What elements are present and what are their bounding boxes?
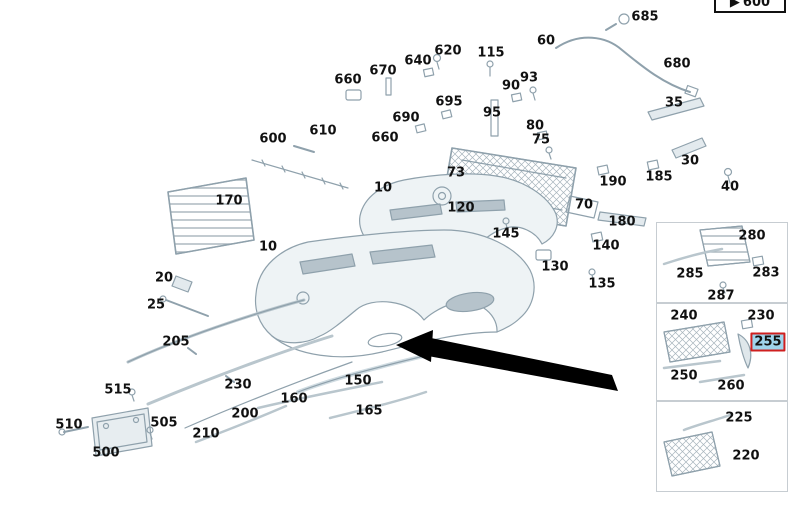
part-label-285[interactable]: 285 (676, 266, 704, 282)
part-label-255-selected[interactable]: 255 (750, 332, 786, 352)
part-label-670[interactable]: 670 (369, 63, 397, 79)
part-label-620[interactable]: 620 (434, 43, 462, 59)
part-label-640[interactable]: 640 (404, 53, 432, 69)
part-label-680[interactable]: 680 (663, 56, 691, 72)
selection-arrow (396, 330, 618, 391)
part-label-505[interactable]: 505 (150, 415, 178, 431)
part-label-130[interactable]: 130 (541, 259, 569, 275)
part-label-150[interactable]: 150 (344, 373, 372, 389)
part-label-190[interactable]: 190 (599, 174, 627, 190)
part-label-600[interactable]: 600 (259, 131, 287, 147)
part-label-230[interactable]: 230 (224, 377, 252, 393)
part-label-185[interactable]: 185 (645, 169, 673, 185)
small-fasteners-top-drawing (345, 53, 553, 160)
part-label-115[interactable]: 115 (477, 45, 505, 61)
part-label-25[interactable]: 25 (146, 297, 166, 313)
part-label-20[interactable]: 20 (154, 270, 174, 286)
wiring-harness-drawing (555, 13, 699, 98)
part-label-260[interactable]: 260 (717, 378, 745, 394)
part-label-210[interactable]: 210 (192, 426, 220, 442)
part-label-145[interactable]: 145 (492, 226, 520, 242)
part-label-225[interactable]: 225 (725, 410, 753, 426)
part-label-280[interactable]: 280 (738, 228, 766, 244)
arrow-right-icon: ▶ (729, 0, 740, 10)
sensor-strip-600-drawing (251, 145, 349, 190)
part-label-93[interactable]: 93 (519, 70, 539, 86)
part-label-500[interactable]: 500 (92, 445, 120, 461)
part-label-170[interactable]: 170 (215, 193, 243, 209)
part-label-75[interactable]: 75 (531, 132, 551, 148)
part-label-70[interactable]: 70 (574, 197, 594, 213)
part-label-30[interactable]: 30 (680, 153, 700, 169)
licence-plate-drawing (58, 388, 154, 457)
detail-panel-top (656, 222, 788, 304)
part-label-140[interactable]: 140 (592, 238, 620, 254)
part-label-240[interactable]: 240 (670, 308, 698, 324)
detail-panel-middle (656, 302, 788, 402)
part-label-205[interactable]: 205 (162, 334, 190, 350)
strip-35-drawing (647, 97, 705, 121)
part-label-120[interactable]: 120 (447, 200, 475, 216)
part-label-660[interactable]: 660 (334, 72, 362, 88)
part-label-10[interactable]: 10 (258, 239, 278, 255)
detail-panel-bottom (656, 400, 788, 492)
main-bumper-10-drawing (254, 229, 535, 358)
panel2-parts-drawing (662, 318, 754, 384)
part-label-10[interactable]: 10 (373, 180, 393, 196)
next-group-label: 600 (742, 0, 771, 10)
part-label-230[interactable]: 230 (747, 308, 775, 324)
part-label-685[interactable]: 685 (631, 9, 659, 25)
part-label-80[interactable]: 80 (525, 118, 545, 134)
part-label-135[interactable]: 135 (588, 276, 616, 292)
part-label-283[interactable]: 283 (752, 265, 780, 281)
part-label-160[interactable]: 160 (280, 391, 308, 407)
part-label-40[interactable]: 40 (720, 179, 740, 195)
part-label-250[interactable]: 250 (670, 368, 698, 384)
panel3-parts-drawing (663, 413, 732, 477)
part-label-660[interactable]: 660 (371, 130, 399, 146)
right-brackets-drawing (502, 137, 733, 283)
part-label-165[interactable]: 165 (355, 403, 383, 419)
part-label-200[interactable]: 200 (231, 406, 259, 422)
left-clips-drawing (159, 275, 209, 317)
part-label-180[interactable]: 180 (608, 214, 636, 230)
part-label-287[interactable]: 287 (707, 288, 735, 304)
part-label-610[interactable]: 610 (309, 123, 337, 139)
upper-bumper-10-drawing (359, 173, 558, 249)
part-label-90[interactable]: 90 (501, 78, 521, 94)
part-label-60[interactable]: 60 (536, 33, 556, 49)
part-label-220[interactable]: 220 (732, 448, 760, 464)
next-group-tab[interactable]: ▶ 600 (714, 0, 786, 13)
part-label-695[interactable]: 695 (435, 94, 463, 110)
panel1-parts-drawing (662, 225, 765, 294)
part-label-690[interactable]: 690 (392, 110, 420, 126)
lower-strips-drawing (126, 298, 434, 444)
part-label-73[interactable]: 73 (446, 165, 466, 181)
part-label-515[interactable]: 515 (104, 382, 132, 398)
part-label-95[interactable]: 95 (482, 105, 502, 121)
part-label-510[interactable]: 510 (55, 417, 83, 433)
grille-170-drawing (167, 177, 255, 255)
part-label-35[interactable]: 35 (664, 95, 684, 111)
